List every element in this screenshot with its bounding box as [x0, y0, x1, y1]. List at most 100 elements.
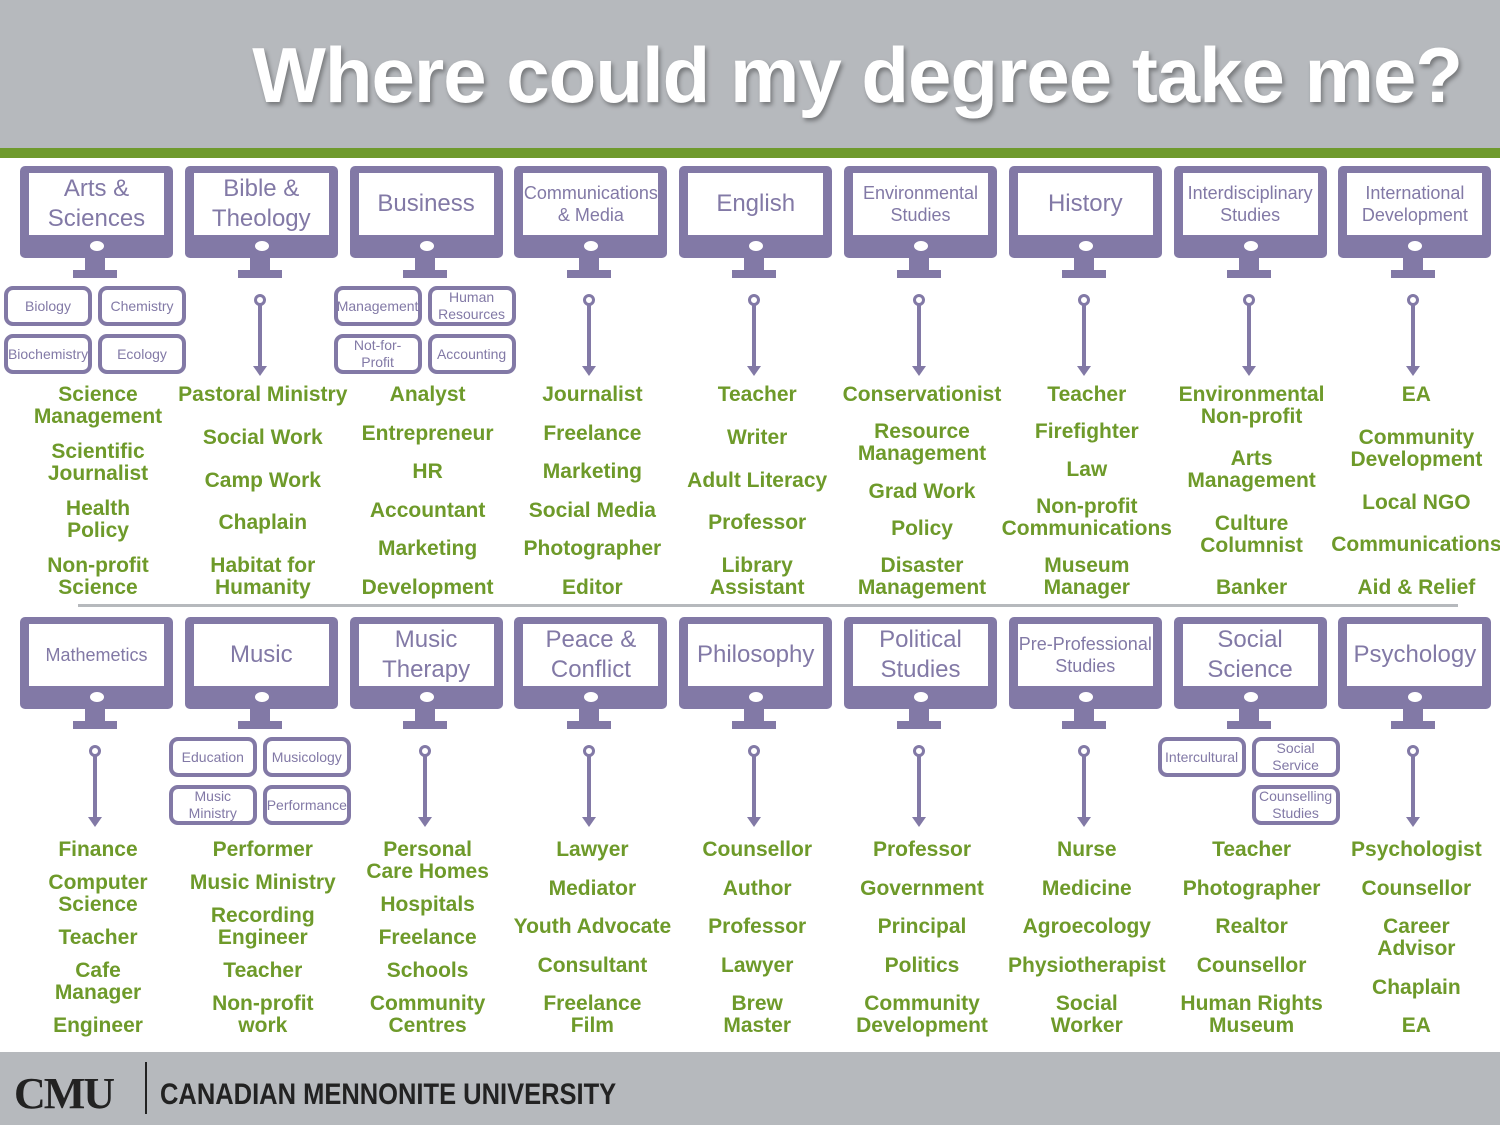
monitor-stand [744, 709, 765, 723]
career-item: Agroecology [1022, 915, 1151, 938]
monitor-icon: Music Therapy [349, 617, 503, 709]
career-item: Photographer [523, 537, 662, 561]
arrow-line [752, 302, 757, 370]
career-item: Counsellor [702, 838, 813, 861]
monitor-stand [1073, 709, 1094, 723]
monitor-icon: Interdisciplinary Studies [1173, 166, 1327, 258]
arrow-cap [913, 745, 925, 757]
career-item: Disaster Management [857, 554, 987, 599]
degree-name: English [688, 173, 824, 235]
arrow-cap [1077, 294, 1090, 306]
specialization-box: Counselling Studies [1251, 785, 1340, 825]
career-item: Non-profit Communications [1001, 494, 1172, 540]
career-item: Brew Master [723, 992, 792, 1037]
monitor-dot [914, 692, 928, 702]
specialization-box: Performance [262, 785, 351, 825]
arrow-head [582, 817, 597, 827]
arrow-cap [913, 294, 925, 306]
arrow-line [1411, 753, 1416, 821]
arrow-cap [748, 294, 761, 306]
arrow-head [88, 817, 102, 827]
monitor-stand [85, 709, 105, 723]
monitor-stand [1403, 709, 1424, 723]
career-item: Marketing [378, 537, 478, 561]
career-item: Habitat for Humanity [210, 554, 316, 599]
monitor-base [1391, 721, 1436, 729]
monitor-stand [1238, 258, 1259, 272]
monitor-stand [579, 709, 600, 723]
career-item: Chaplain [1372, 975, 1461, 999]
career-item: Local NGO [1362, 490, 1471, 514]
logo-separator [145, 1062, 147, 1114]
monitor-base [237, 270, 282, 278]
monitor-dot [584, 241, 599, 251]
career-item: Accountant [369, 498, 486, 522]
career-item: Professor [708, 915, 807, 938]
arrow-line [917, 302, 921, 370]
monitor-dot [914, 241, 928, 251]
footer-band [0, 1052, 1500, 1125]
career-item: Journalist [542, 383, 643, 406]
career-item: Psychologist [1351, 838, 1482, 861]
monitor-dot [1408, 692, 1423, 702]
career-item: Editor [562, 575, 623, 599]
career-item: Photographer [1182, 876, 1321, 900]
career-item: Conservationist [842, 383, 1002, 406]
career-item: Teacher [223, 959, 303, 982]
monitor-base [567, 270, 612, 278]
career-item: Social Worker [1050, 992, 1123, 1037]
monitor-dot [1408, 241, 1423, 251]
monitor-base [897, 721, 941, 729]
arrow-head [417, 817, 432, 827]
career-item: Teacher [58, 926, 138, 949]
monitor-stand [1403, 258, 1424, 272]
career-item: Teacher [1047, 383, 1127, 406]
degree-name: Social Science [1182, 624, 1318, 686]
monitor-icon: History [1008, 166, 1162, 258]
arrow-head [1406, 817, 1421, 827]
monitor-dot [254, 241, 269, 251]
monitor-icon: Pre-Professional Studies [1008, 617, 1162, 709]
career-item: Personal Care Homes [366, 838, 489, 883]
career-item: Freelance [543, 421, 642, 445]
career-item: Aid & Relief [1357, 576, 1476, 599]
degree-name: Communications & Media [523, 173, 659, 235]
monitor-dot [419, 241, 434, 251]
career-item: Counsellor [1196, 953, 1307, 977]
monitor-stand [249, 709, 270, 723]
monitor-base [1061, 270, 1106, 278]
specialization-box: Education [168, 737, 257, 777]
arrow-cap [253, 294, 266, 306]
degree-name: Mathemetics [29, 624, 164, 686]
career-item: Policy [891, 516, 953, 540]
arrow-line [752, 753, 757, 821]
monitor-stand [1238, 709, 1259, 723]
specialization-box: Social Service [1251, 737, 1340, 777]
career-item: Counsellor [1361, 876, 1472, 900]
arrow-head [1076, 817, 1091, 827]
monitor-base [897, 270, 941, 278]
monitor-stand [744, 258, 765, 272]
arrow-line [587, 302, 592, 370]
monitor-base [73, 721, 117, 729]
degree-name: Business [358, 173, 494, 235]
career-item: Resource Management [857, 420, 987, 466]
career-item: Adult Literacy [687, 468, 828, 492]
career-item: Nurse [1057, 838, 1117, 861]
monitor-base [1391, 270, 1436, 278]
career-item: Scientific Journalist [47, 440, 149, 485]
monitor-icon: Social Science [1173, 617, 1327, 709]
arrow-cap [418, 745, 431, 757]
monitor-dot [90, 241, 104, 251]
arrow-cap [748, 745, 761, 757]
monitor-base [732, 270, 777, 278]
career-item: Consultant [537, 953, 648, 977]
monitor-icon: Communications & Media [514, 166, 668, 258]
